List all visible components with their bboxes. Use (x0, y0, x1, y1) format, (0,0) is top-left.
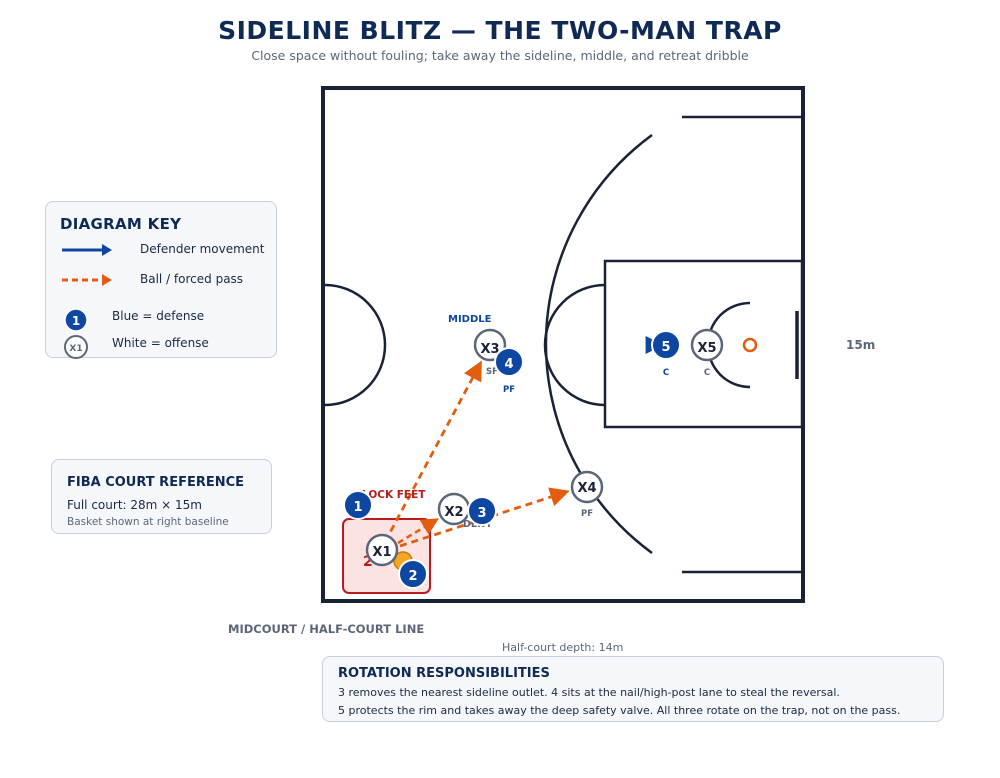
offense-x5-role: C (704, 368, 710, 378)
trap-mark: 2 (363, 554, 373, 570)
lock-feet-label: LOCK FEET (362, 489, 426, 501)
key-row-ball-pass: Ball / forced pass (60, 272, 270, 288)
offense-x1: X1 (365, 533, 399, 567)
diagram-key: DIAGRAM KEY Defender movement Ball / for… (45, 201, 277, 359)
court-width-label: 15m (846, 338, 876, 352)
orange-dashed-arrow-icon (62, 274, 112, 286)
fiba-basket-note: Basket shown at right baseline (67, 516, 229, 528)
offense-x5-label: X5 (697, 341, 716, 356)
defender-1: 1 (343, 490, 373, 520)
free-throw-circle (543, 283, 606, 407)
defender-2: 2 (398, 559, 428, 589)
pass-arrow-to-x3 (383, 360, 482, 543)
defender-5-role: C (663, 368, 669, 378)
defender-2-label: 2 (408, 569, 417, 584)
offense-x2-label: X2 (444, 505, 463, 520)
defender-3-label: 3 (477, 506, 486, 521)
fiba-title: FIBA COURT REFERENCE (67, 475, 245, 490)
offense-x5: X5 C (690, 328, 724, 378)
page-title: SIDELINE BLITZ — THE TWO-MAN TRAP (218, 16, 782, 45)
offense-x2: X2 (437, 492, 471, 526)
defender-4: 4 PF (494, 347, 524, 395)
key-row-defense: 1 Blue = defense (60, 307, 270, 332)
offense-x4: X4 PF (570, 470, 604, 519)
key-defender-movement-label: Defender movement (140, 242, 265, 256)
defender-4-role: PF (503, 385, 515, 395)
defender-5: 5 C (651, 330, 681, 378)
offense-x1-label: X1 (372, 545, 391, 560)
rotation-line-1: 3 removes the nearest sideline outlet. 4… (338, 686, 840, 699)
middle-label: MIDDLE (448, 314, 492, 325)
fiba-reference-panel: FIBA COURT REFERENCE Full court: 28m × 1… (51, 459, 272, 534)
defender-3: 3 (467, 496, 497, 526)
key-title: DIAGRAM KEY (60, 215, 182, 233)
offense-x3-label: X3 (480, 342, 499, 357)
page-subtitle: Close space without fouling; take away t… (251, 48, 749, 63)
defender-1-label: 1 (353, 500, 362, 515)
rotation-line-2: 5 protects the rim and takes away the de… (338, 704, 901, 717)
pass-arrow-to-x2 (397, 518, 439, 545)
svg-text:1: 1 (72, 314, 80, 328)
offense-x4-label: X4 (577, 481, 596, 496)
key-white-offense-label: White = offense (112, 336, 209, 350)
defender-5-label: 5 (661, 340, 670, 355)
half-court-depth-label: Half-court depth: 14m (502, 641, 624, 654)
rotation-responsibilities-panel: ROTATION RESPONSIBILITIES 3 removes the … (322, 656, 944, 722)
defense-sample-icon: 1 (64, 308, 88, 332)
defender-4-label: 4 (504, 357, 513, 372)
blue-arrow-icon (62, 244, 112, 256)
key-ball-pass-label: Ball / forced pass (140, 272, 244, 286)
offense-sample-icon: X1 (64, 335, 88, 359)
fiba-full-court: Full court: 28m × 15m (67, 498, 202, 512)
key-row-defender-movement: Defender movement (60, 242, 270, 258)
key-paint (603, 259, 804, 429)
svg-text:X1: X1 (69, 344, 82, 354)
key-blue-defense-label: Blue = defense (112, 309, 205, 323)
key-row-offense: X1 White = offense (60, 334, 270, 359)
offense-x4-role: PF (581, 509, 593, 519)
center-circle (324, 283, 387, 407)
rotation-title: ROTATION RESPONSIBILITIES (338, 666, 550, 681)
midcourt-label: MIDCOURT / HALF-COURT LINE (228, 622, 425, 636)
rim (742, 337, 758, 353)
offense-x3-role: SF (486, 367, 498, 377)
